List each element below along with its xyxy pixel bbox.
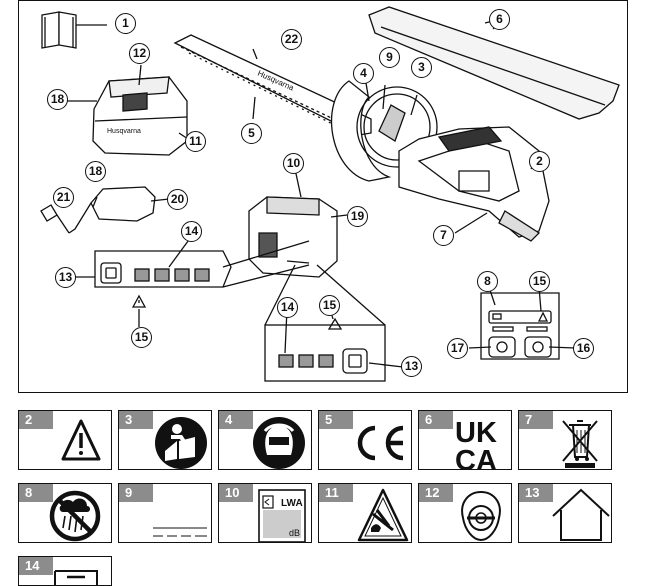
symbol-tile-10: 10 LWA dB (218, 483, 312, 543)
callout-6: 6 (489, 9, 510, 30)
callout-9: 9 (379, 47, 400, 68)
ukca-mark-icon: UK CA (419, 411, 512, 470)
battery-pack (249, 197, 337, 277)
noise-level-icon: LWA dB (219, 484, 312, 543)
ear-protection-icon (419, 484, 512, 543)
ce-mark-icon (319, 411, 412, 470)
callout-12: 12 (129, 43, 150, 64)
symbol-tile-7: 7 (518, 410, 612, 470)
callout-13a: 13 (55, 267, 76, 288)
crossed-bin-icon (519, 411, 612, 470)
cutting-hazard-icon (319, 484, 412, 543)
symbol-tile-5: 5 (318, 410, 412, 470)
battery-charger (93, 77, 187, 155)
callout-14b: 14 (277, 297, 298, 318)
callout-19: 19 (347, 206, 368, 227)
no-rain-icon (19, 484, 112, 543)
callout-22: 22 (281, 29, 302, 50)
callout-16: 16 (573, 338, 594, 359)
symbol-tile-11: 11 (318, 483, 412, 543)
read-manual-icon (119, 411, 212, 470)
noise-bottom-text: dB (289, 528, 300, 538)
battery-indicator-panel-2 (265, 265, 385, 381)
warning-triangle-icon (19, 411, 112, 470)
ukca-bottom-text: CA (455, 445, 497, 470)
symbol-tile-12: 12 (418, 483, 512, 543)
callout-2: 2 (529, 151, 550, 172)
eye-ear-protection-icon (219, 411, 312, 470)
symbol-tile-2: 2 (18, 410, 112, 470)
callout-4: 4 (353, 63, 374, 84)
product-illustration: Husqvarna Husqvarna (19, 1, 628, 393)
callout-21: 21 (53, 187, 74, 208)
charger-brand-text: Husqvarna (107, 128, 141, 135)
partial-symbol-icon (19, 557, 112, 586)
symbol-tile-8: 8 (18, 483, 112, 543)
callout-15c: 15 (529, 271, 550, 292)
callout-15b: 15 (319, 295, 340, 316)
callout-3: 3 (411, 57, 432, 78)
callout-15a: 15 (131, 327, 152, 348)
symbol-tile-9: 9 (118, 483, 212, 543)
callout-10: 10 (283, 153, 304, 174)
control-panel (481, 293, 559, 359)
callout-17: 17 (447, 338, 468, 359)
callout-20: 20 (167, 189, 188, 210)
callout-7: 7 (433, 225, 454, 246)
callout-18b: 18 (85, 161, 106, 182)
callout-14a: 14 (181, 221, 202, 242)
symbol-tile-6: 6 UK CA (418, 410, 512, 470)
callout-13b: 13 (401, 356, 422, 377)
noise-top-text: LWA (281, 498, 303, 509)
product-overview-figure: Husqvarna Husqvarna (18, 0, 628, 393)
symbol-tile-13: 13 (518, 483, 612, 543)
callout-5: 5 (241, 123, 262, 144)
house-indoor-icon (519, 484, 612, 543)
symbol-tile-3: 3 (118, 410, 212, 470)
symbol-tile-4: 4 (218, 410, 312, 470)
callout-11: 11 (185, 131, 206, 152)
blank-lines-icon (119, 484, 212, 543)
manual-book-icon (42, 12, 107, 48)
symbol-tile-14: 14 (18, 556, 112, 586)
callout-18a: 18 (47, 89, 68, 110)
callout-8: 8 (477, 271, 498, 292)
callout-1: 1 (115, 13, 136, 34)
